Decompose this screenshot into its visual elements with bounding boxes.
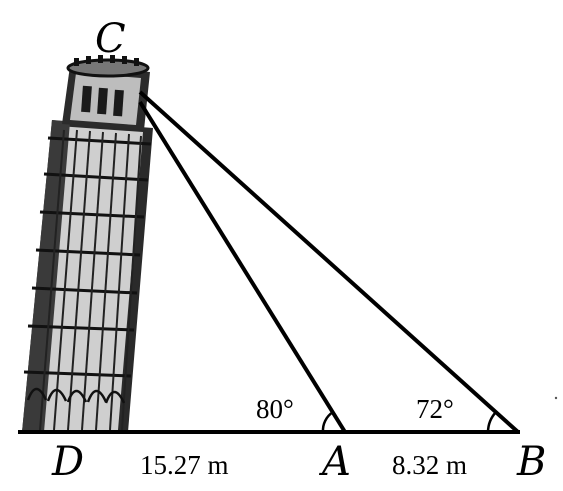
label-point-A: A xyxy=(318,439,351,485)
line-CB xyxy=(138,90,520,434)
speck-dot xyxy=(554,396,558,400)
label-point-D: D xyxy=(51,439,84,485)
label-distance-AB: 8.32 m xyxy=(392,450,467,480)
label-point-B: B xyxy=(516,439,546,485)
tower-crenellations xyxy=(74,55,139,66)
label-angle-A: 80° xyxy=(256,394,294,424)
tower-illustration xyxy=(22,55,153,432)
label-distance-DA: 15.27 m xyxy=(140,450,229,480)
label-angle-B: 72° xyxy=(416,394,454,424)
belfry-arches xyxy=(81,85,124,117)
line-CA xyxy=(138,100,347,434)
angle-arc-A xyxy=(321,410,334,433)
angle-arc-B xyxy=(486,411,497,433)
label-point-C: C xyxy=(95,16,126,62)
tower-columns xyxy=(39,129,142,431)
tower-arches xyxy=(26,387,126,404)
